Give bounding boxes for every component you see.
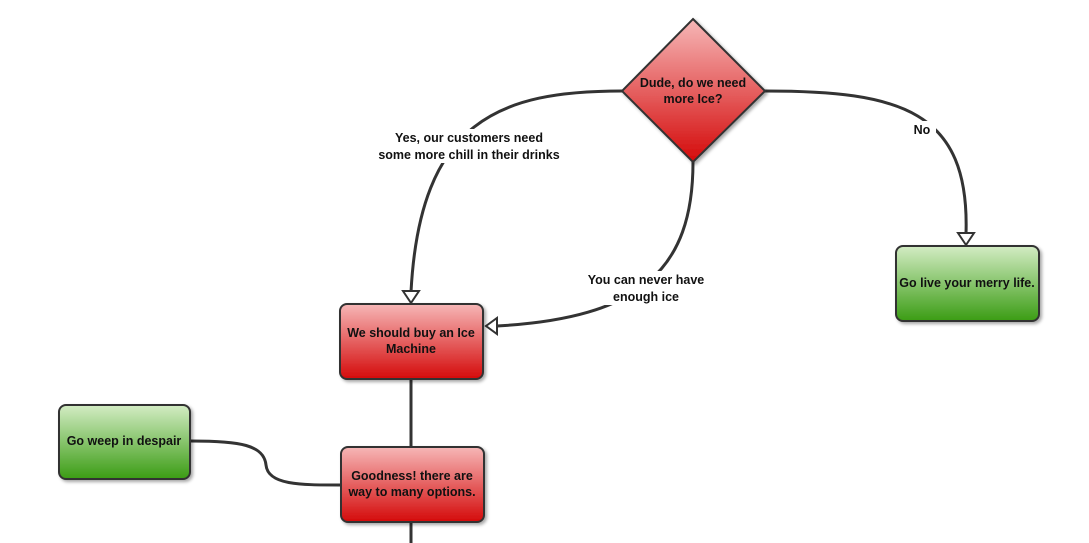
edge-no <box>764 89 968 235</box>
edge-label-no: No <box>908 121 936 137</box>
arrowhead-yes <box>401 290 421 305</box>
edge-yes <box>409 89 623 293</box>
svg-text:Machine: Machine <box>386 342 436 356</box>
options-node[interactable]: Goodness! there are way to many options. <box>340 446 485 523</box>
svg-text:Dude, do we need: Dude, do we need <box>640 76 746 90</box>
edge-label-never-enough: You can never have enough ice <box>586 271 708 305</box>
svg-text:more Ice?: more Ice? <box>663 92 722 106</box>
svg-text:We should buy an Ice: We should buy an Ice <box>347 326 475 340</box>
decision-node[interactable]: Dude, do we need more Ice? <box>620 17 767 164</box>
svg-text:enough ice: enough ice <box>613 290 679 304</box>
svg-text:Goodness! there are: Goodness! there are <box>351 469 473 483</box>
buy-machine-node[interactable]: We should buy an Ice Machine <box>339 303 484 380</box>
svg-text:way to many options.: way to many options. <box>347 485 475 499</box>
svg-text:Yes, our customers need: Yes, our customers need <box>395 131 543 145</box>
svg-text:some more chill in their drink: some more chill in their drinks <box>378 148 559 162</box>
edge-label-yes: Yes, our customers need some more chill … <box>378 129 560 163</box>
arrowhead-no <box>956 232 976 247</box>
svg-text:Go weep in despair: Go weep in despair <box>67 434 182 448</box>
merry-life-node[interactable]: Go live your merry life. <box>895 245 1040 322</box>
despair-node[interactable]: Go weep in despair <box>58 404 191 480</box>
svg-text:You can never have: You can never have <box>588 273 705 287</box>
arrowhead-never-enough <box>484 316 498 336</box>
svg-text:No: No <box>914 123 931 137</box>
edge-options-despair <box>190 439 341 487</box>
svg-text:Go live your merry life.: Go live your merry life. <box>899 276 1034 290</box>
